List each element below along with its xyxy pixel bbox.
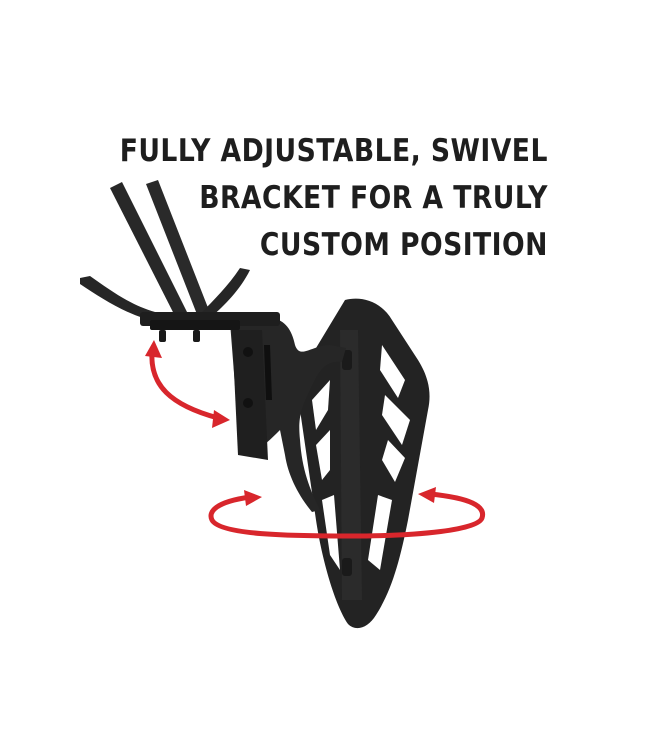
swivel-rotation-arrow-icon (208, 487, 486, 539)
headline-line-2: BRACKET FOR A TRULY (199, 180, 548, 216)
swivel-arm (230, 318, 346, 512)
headline-line-1: FULLY ADJUSTABLE, SWIVEL (119, 133, 548, 169)
tilt-arrow-icon (145, 340, 230, 428)
cradle-holder (80, 180, 280, 342)
shield-plate (298, 298, 430, 629)
headline: FULLY ADJUSTABLE, SWIVEL BRACKET FOR A T… (120, 128, 548, 269)
headline-line-3: CUSTOM POSITION (260, 227, 548, 263)
